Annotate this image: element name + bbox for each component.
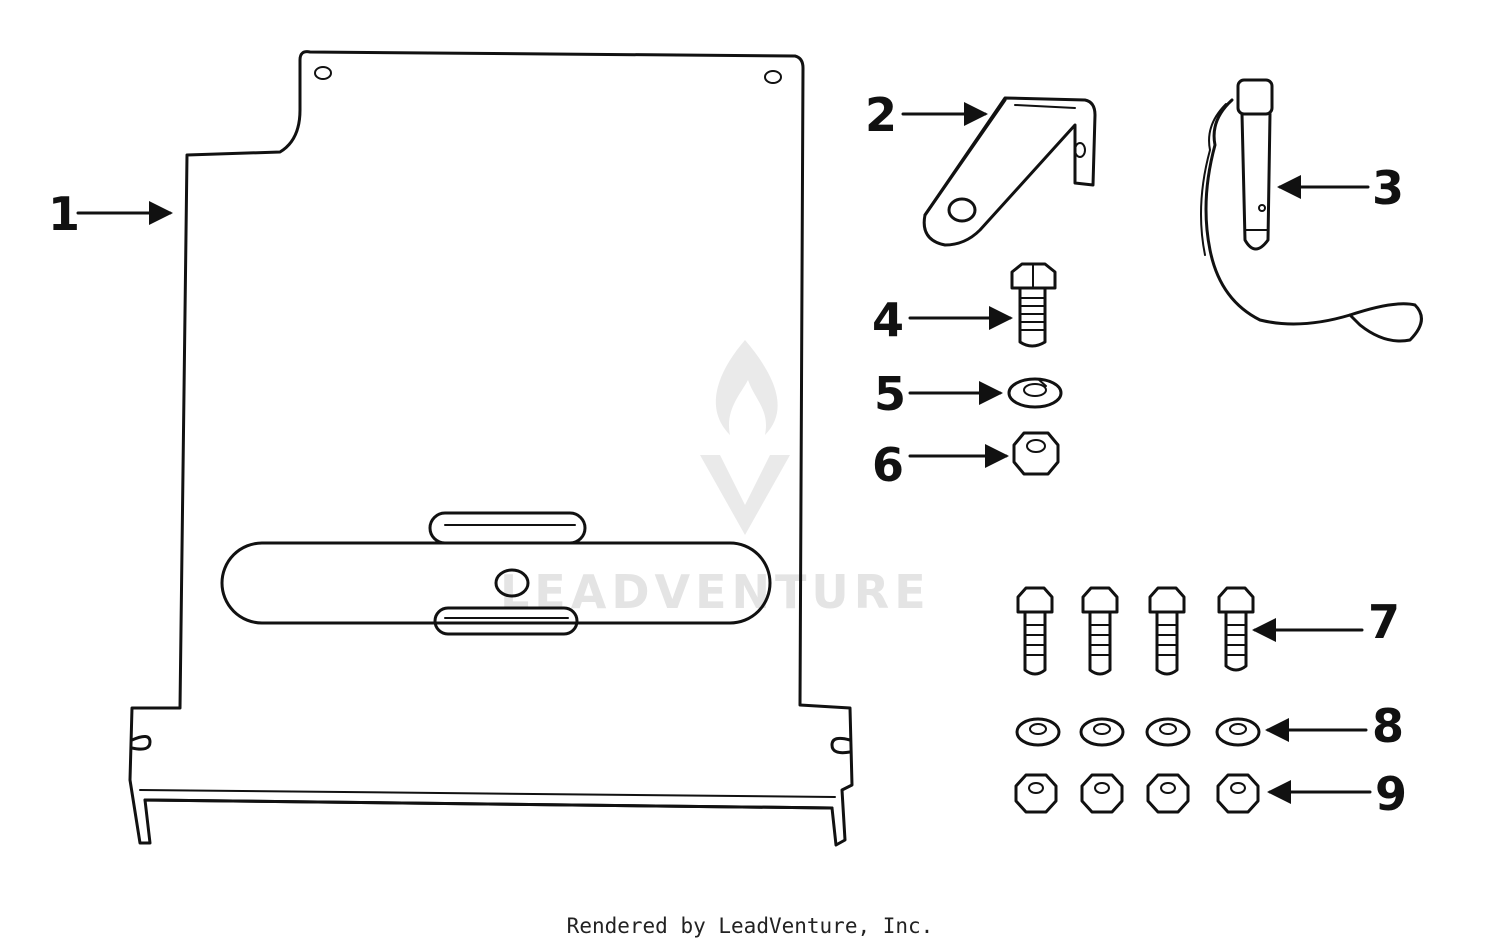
callout-3: 3 (1372, 161, 1404, 215)
callout-2: 2 (865, 88, 897, 142)
callout-1: 1 (48, 187, 80, 241)
footer-credit: Rendered by LeadVenture, Inc. (567, 914, 934, 938)
callout-5: 5 (874, 367, 906, 421)
part-1-mounting-plate (128, 50, 854, 847)
part-5-lock-washer (1007, 377, 1063, 409)
callout-8: 8 (1372, 699, 1404, 753)
part-4-bolt (1010, 262, 1057, 348)
callout-arrows (76, 102, 1372, 804)
part-7-bolts (1016, 586, 1255, 676)
callout-7: 7 (1368, 595, 1400, 649)
part-6-nut (1012, 431, 1060, 476)
part-2-bracket (922, 96, 1097, 247)
watermark-text: LEADVENTURE (500, 565, 931, 619)
callout-9: 9 (1375, 767, 1407, 821)
watermark-logo-icon (700, 340, 790, 535)
callout-6: 6 (872, 438, 904, 492)
part-9-nuts (1014, 773, 1260, 814)
part-8-lock-washers (1015, 717, 1261, 747)
part-3-lanyard-pin (1200, 78, 1423, 343)
callout-4: 4 (872, 293, 904, 347)
